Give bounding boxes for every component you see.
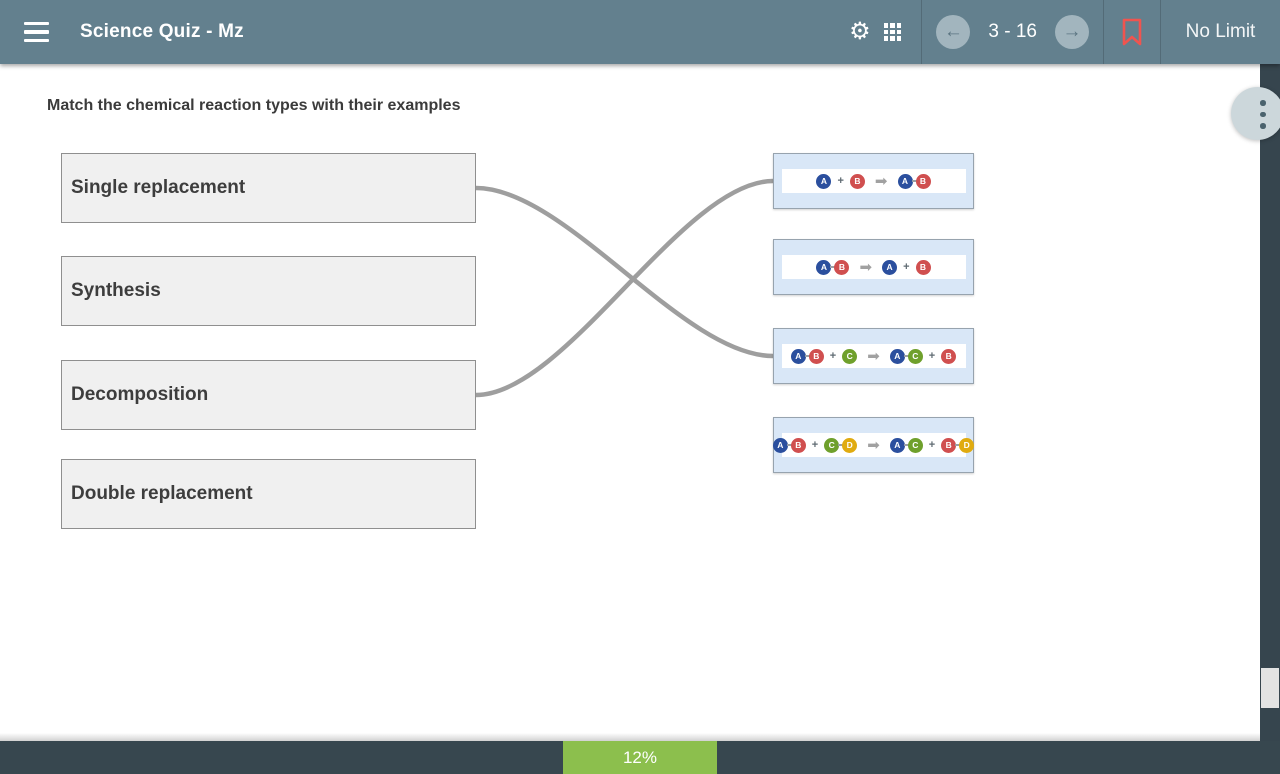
atom-B: B [790,437,806,453]
molecule-B: B [915,259,931,275]
header-right: ⚙ ← 3 - 16 → No Limit [840,0,1280,64]
question-pager: ← 3 - 16 → [922,0,1103,64]
header-divider [1103,0,1104,64]
match-left-item[interactable]: Synthesis [61,256,476,326]
molecule-A: A [816,173,832,189]
atom-A: A [790,348,806,364]
atom-D: D [842,437,858,453]
atom-B: B [915,173,931,189]
settings-gear-icon[interactable]: ⚙ [840,20,880,44]
more-options-button[interactable] [1231,87,1280,140]
atom-A: A [889,348,905,364]
atom-C: C [824,437,840,453]
plus-sign: + [829,350,837,362]
match-left-label: Double replacement [71,483,253,504]
vertical-scrollbar-thumb[interactable] [1261,668,1279,708]
plus-sign: + [928,439,936,451]
time-limit-label: No Limit [1185,21,1256,42]
reaction-arrow-icon: ➡ [867,347,880,365]
molecule-C: C [842,348,858,364]
header-left: Science Quiz - Mz [0,21,244,43]
app-title: Science Quiz - Mz [80,21,244,42]
match-left-item[interactable]: Decomposition [61,360,476,430]
atom-A: A [882,259,898,275]
atom-B: B [808,348,824,364]
plus-sign: + [928,350,936,362]
match-left-item[interactable]: Single replacement [61,153,476,223]
match-left-label: Single replacement [71,177,246,198]
match-left-item[interactable]: Double replacement [61,459,476,529]
match-connection-line [473,178,776,398]
reaction-arrow-icon: ➡ [859,258,873,276]
header-divider [1160,0,1161,64]
plus-sign: + [903,261,910,273]
question-area: Match the chemical reaction types with t… [0,64,1260,741]
match-connection-line [473,185,776,359]
molecule-A: A [882,259,898,275]
vertical-scrollbar-track[interactable] [1260,64,1280,741]
atom-B: B [941,437,957,453]
plus-sign: + [811,439,819,451]
atom-B: B [941,348,957,364]
hamburger-menu-icon[interactable] [24,22,50,42]
reaction-arrow-icon: ➡ [874,172,888,190]
atom-A: A [816,259,832,275]
progress-bar: 12% [0,741,1280,774]
atom-C: C [907,348,923,364]
kebab-menu-icon [1260,100,1266,129]
question-prompt: Match the chemical reaction types with t… [47,97,461,114]
atom-A: A [772,437,788,453]
atom-A: A [816,173,832,189]
plus-sign: + [837,175,844,187]
atom-B: B [834,259,850,275]
bookmark-glyph [1122,18,1142,46]
atom-C: C [842,348,858,364]
match-left-label: Decomposition [71,384,209,405]
app-header: Science Quiz - Mz ⚙ ← 3 - 16 → No Limit [0,0,1280,64]
reaction-arrow-icon: ➡ [867,436,880,454]
atom-A: A [889,437,905,453]
prev-question-button[interactable]: ← [936,15,971,49]
atom-B: B [915,259,931,275]
molecule-B: B [849,173,865,189]
atom-B: B [849,173,865,189]
question-counter: 3 - 16 [988,21,1037,42]
match-left-label: Synthesis [71,280,161,301]
atom-C: C [907,437,923,453]
progress-label: 12% [622,747,657,767]
content-bottom-shadow [0,733,1260,741]
molecule-B: B [941,348,957,364]
question-grid-icon[interactable] [880,23,922,41]
atom-A: A [897,173,913,189]
header-divider [921,0,923,64]
next-question-button[interactable]: → [1055,15,1089,49]
bookmark-icon[interactable] [1104,0,1160,64]
atom-D: D [959,437,975,453]
progress-fill: 12% [563,741,717,774]
